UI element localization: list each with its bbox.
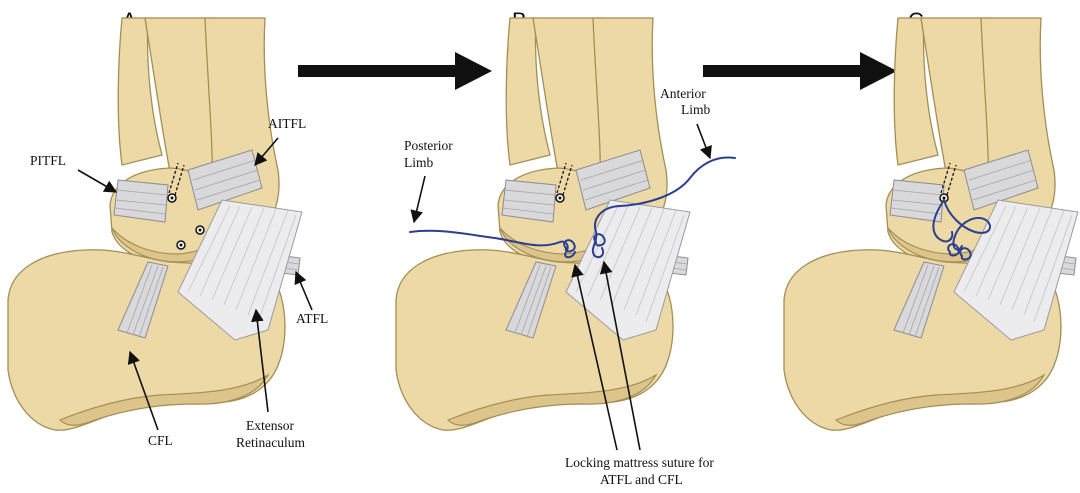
label-cfl: CFL	[148, 433, 173, 448]
posterior-limb-suture	[409, 229, 576, 259]
pointer-arrow-aitfl	[254, 137, 279, 166]
label-atfl: ATFL	[296, 311, 328, 326]
anterior-limb-suture	[591, 156, 736, 259]
ankle-illustration-b	[395, 17, 691, 431]
big-right-arrow-1	[298, 52, 492, 90]
panel-a: A AITFL PITFL ATFL CFL Extensor Retinacu…	[7, 8, 328, 450]
big-right-arrow-2	[703, 52, 897, 90]
label-locking-mattress-1: Locking mattress suture for	[565, 455, 714, 470]
pointer-arrow-extensor	[250, 308, 269, 413]
locking-loops-c	[947, 243, 972, 261]
pointer-arrow-locking-1	[571, 263, 618, 451]
label-aitfl: AITFL	[268, 116, 306, 131]
pointer-arrow-anterior	[696, 123, 712, 160]
pointer-arrow-atfl	[294, 270, 313, 311]
label-anterior-limb-2: Limb	[681, 102, 710, 117]
ankle-illustration-a	[7, 17, 303, 431]
label-extensor-retinaculum-1: Extensor	[246, 418, 294, 433]
label-posterior-limb-2: Limb	[404, 155, 433, 170]
panel-b: B Anterior Limb Posterior Limb Locking m…	[395, 8, 736, 487]
ankle-illustration-c	[783, 17, 1079, 431]
drill-holes-a	[167, 162, 205, 250]
locking-loops-b	[563, 233, 606, 253]
panel-c: C	[783, 8, 1079, 431]
pointer-arrow-posterior	[410, 175, 426, 224]
label-posterior-limb-1: Posterior	[404, 138, 453, 153]
label-extensor-retinaculum-2: Retinaculum	[236, 435, 305, 450]
drill-holes-c	[939, 162, 957, 203]
label-pitfl: PITFL	[30, 153, 66, 168]
label-anterior-limb-1: Anterior	[660, 86, 706, 101]
pointer-arrow-cfl	[127, 350, 159, 431]
label-locking-mattress-2: ATFL and CFL	[600, 472, 683, 487]
pointer-arrow-locking-2	[599, 260, 641, 451]
pointer-arrow-pitfl	[77, 169, 118, 193]
drill-holes-b	[555, 162, 573, 203]
